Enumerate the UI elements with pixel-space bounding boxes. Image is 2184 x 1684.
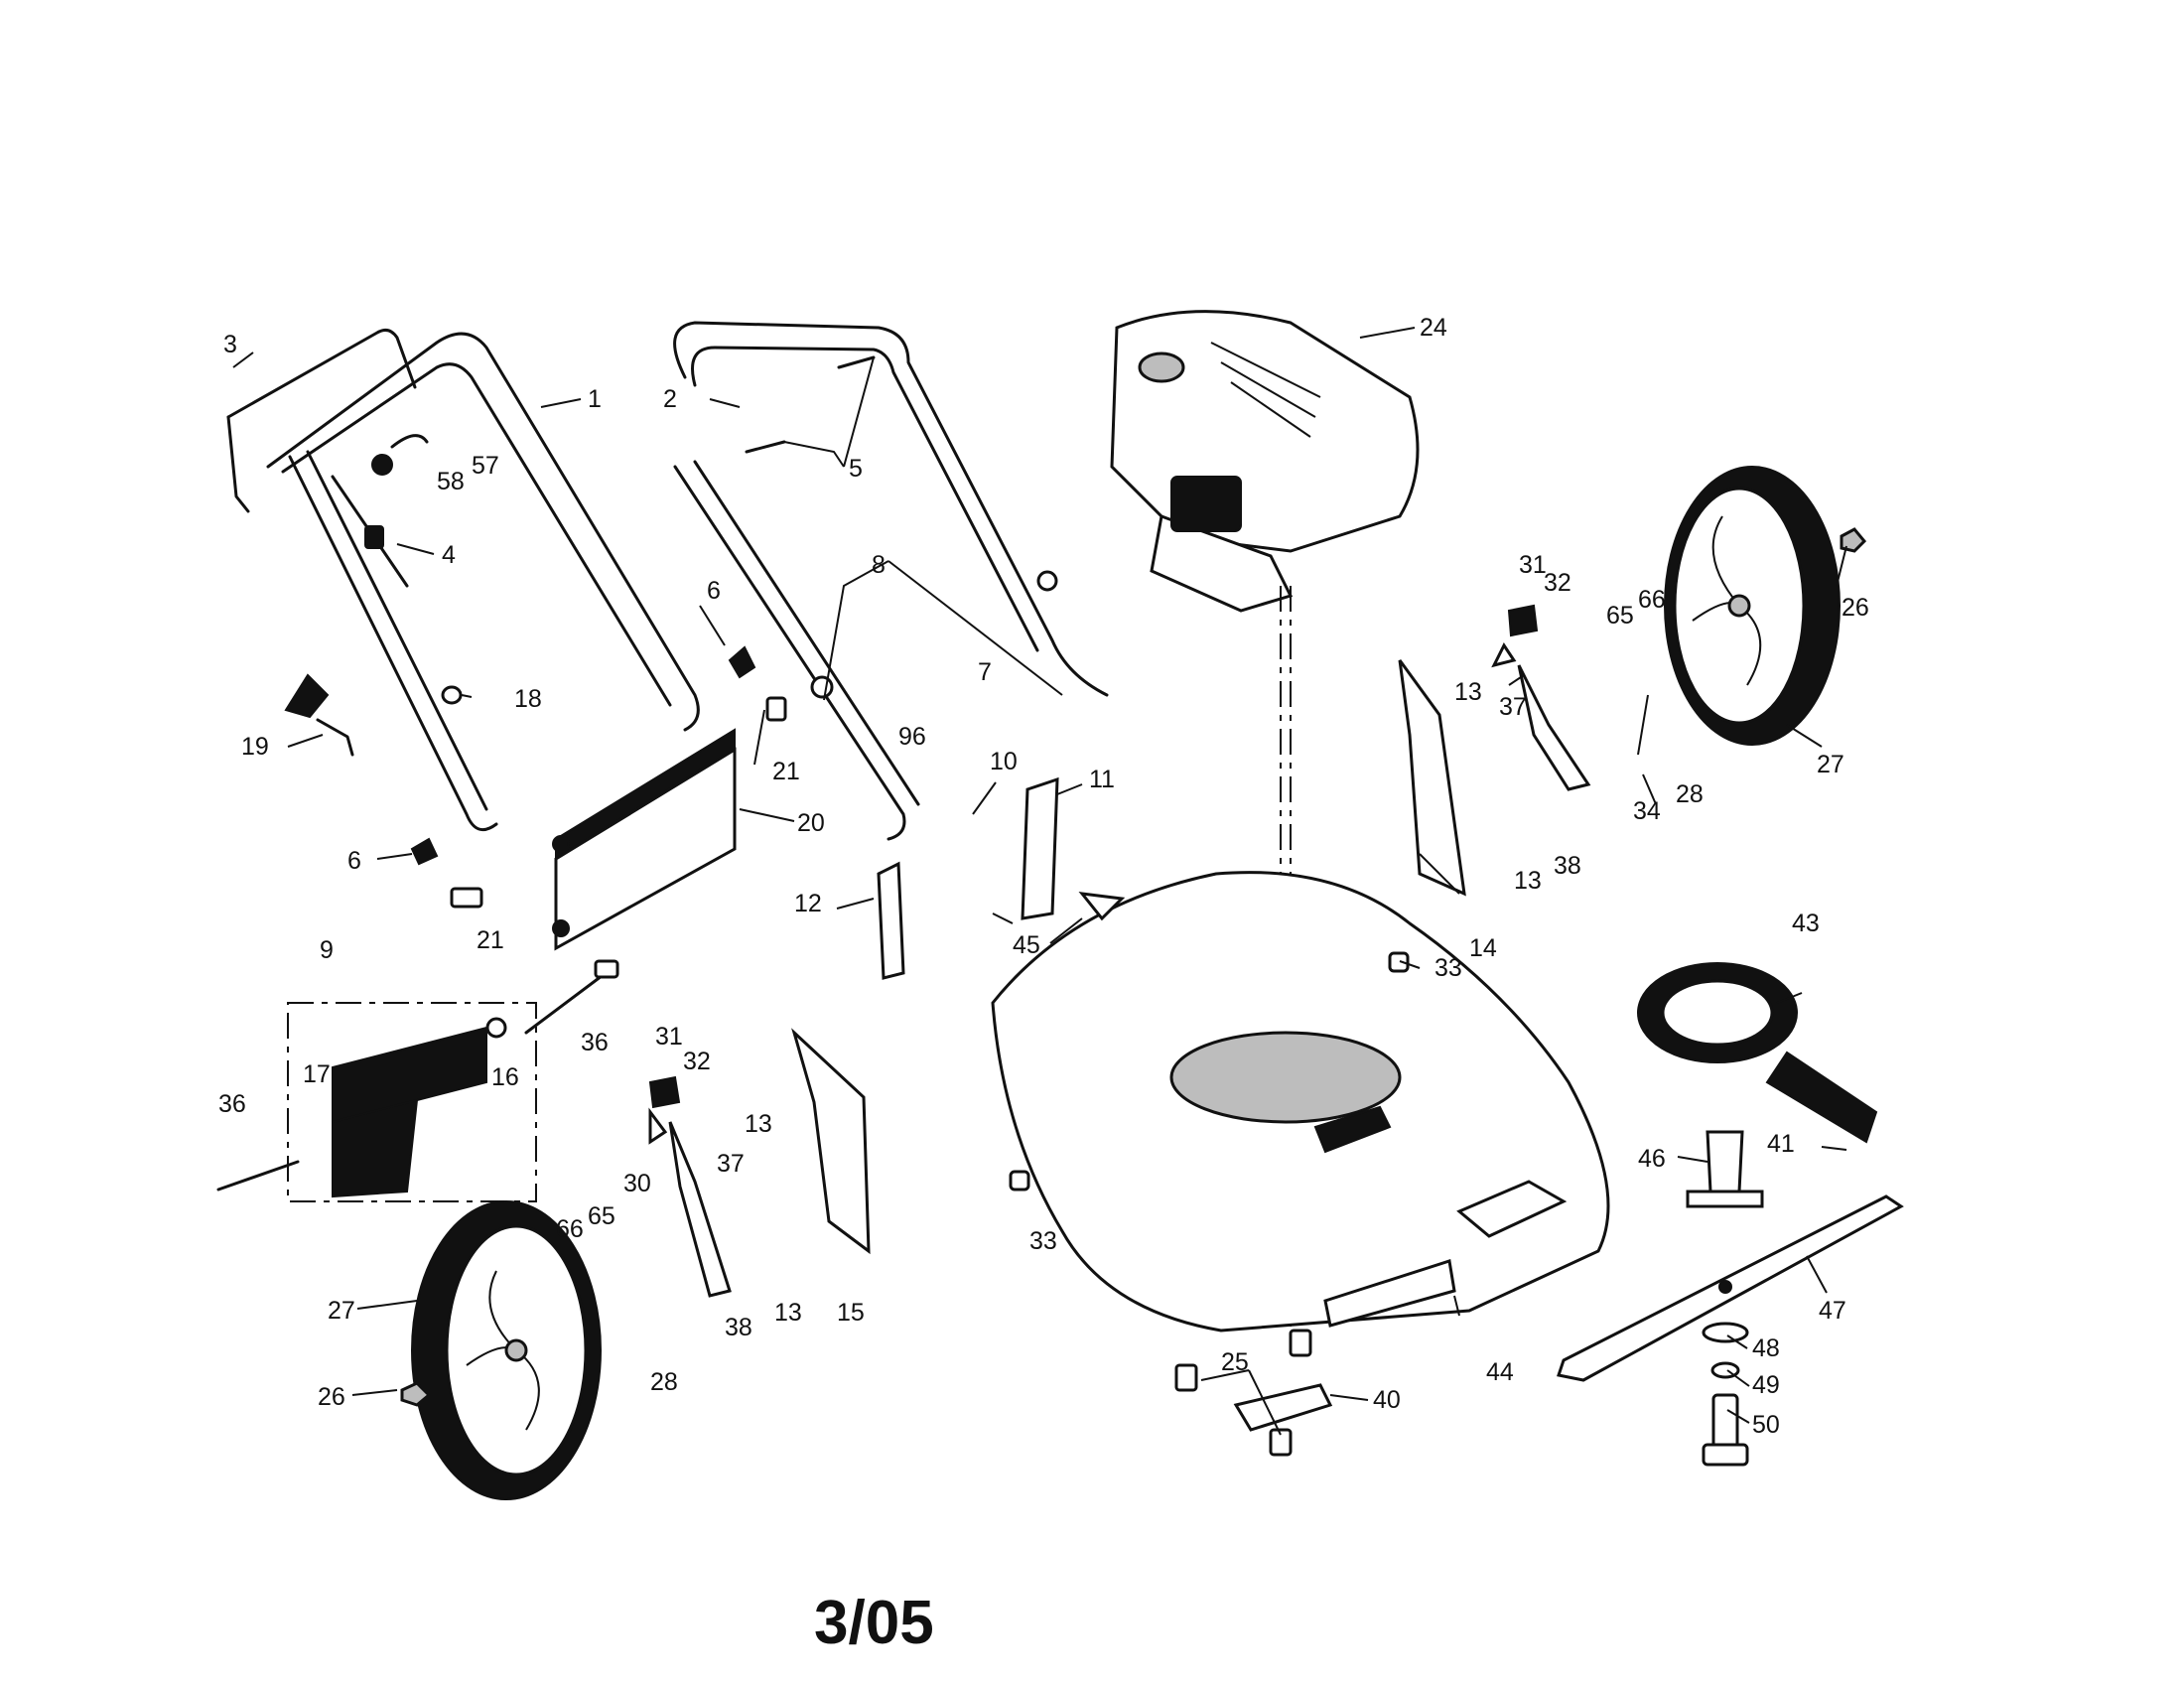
callout-58: 58 bbox=[437, 468, 465, 495]
height-adjuster-right bbox=[1398, 642, 1591, 897]
callout-21-lower: 21 bbox=[477, 926, 504, 954]
callout-41: 41 bbox=[1767, 1130, 1795, 1158]
callout-13-lower-a: 13 bbox=[745, 1110, 772, 1138]
callout-27-left: 27 bbox=[328, 1297, 355, 1325]
callout-43: 43 bbox=[1792, 910, 1820, 937]
callout-40: 40 bbox=[1373, 1386, 1401, 1414]
callout-49: 49 bbox=[1752, 1371, 1780, 1399]
callout-46: 46 bbox=[1638, 1145, 1666, 1173]
blade-adapter-part bbox=[1686, 1130, 1764, 1208]
callout-30: 30 bbox=[623, 1170, 651, 1197]
callout-38-upper: 38 bbox=[1554, 852, 1581, 880]
callout-18: 18 bbox=[514, 685, 542, 713]
footer-code: 3/05 bbox=[814, 1589, 934, 1657]
callout-48: 48 bbox=[1752, 1334, 1780, 1362]
callout-5: 5 bbox=[849, 455, 863, 483]
callout-66-left: 66 bbox=[556, 1215, 584, 1243]
callout-32-right: 32 bbox=[1544, 569, 1571, 597]
callout-21-upper: 21 bbox=[772, 758, 800, 785]
callout-20: 20 bbox=[797, 809, 825, 837]
callout-45: 45 bbox=[1013, 931, 1040, 959]
callout-14: 14 bbox=[1469, 934, 1497, 962]
callout-33-left: 33 bbox=[1029, 1227, 1057, 1255]
callout-33-right: 33 bbox=[1434, 954, 1462, 982]
callout-44: 44 bbox=[1486, 1358, 1514, 1386]
callout-8: 8 bbox=[872, 551, 886, 579]
callout-10: 10 bbox=[990, 748, 1018, 775]
callout-labels: 1 2 3 4 5 6 6 7 8 9 10 11 12 13 13 13 13… bbox=[218, 314, 1869, 1439]
callout-15: 15 bbox=[837, 1299, 865, 1327]
callout-12: 12 bbox=[794, 890, 822, 917]
grass-deflector-part bbox=[552, 728, 737, 951]
handle-bolts bbox=[410, 645, 787, 909]
callout-47: 47 bbox=[1819, 1297, 1846, 1325]
callout-34: 34 bbox=[1633, 797, 1661, 825]
rear-flap-kit-box bbox=[287, 1002, 537, 1202]
callout-11: 11 bbox=[1089, 766, 1115, 793]
blade-hardware bbox=[1702, 1322, 1749, 1467]
callout-28-left: 28 bbox=[650, 1368, 678, 1396]
callout-36-left: 36 bbox=[218, 1090, 246, 1118]
callout-17: 17 bbox=[303, 1060, 331, 1088]
callout-57: 57 bbox=[472, 452, 499, 480]
callout-32-left: 32 bbox=[683, 1048, 711, 1075]
handle-screws bbox=[745, 355, 876, 454]
callout-7: 7 bbox=[978, 658, 992, 686]
baffle-part bbox=[1637, 962, 1878, 1144]
upper-handle-part bbox=[266, 332, 700, 832]
callout-25: 25 bbox=[1221, 1348, 1249, 1376]
callout-13-upper-b: 13 bbox=[1514, 867, 1542, 895]
callout-leader-lines bbox=[232, 327, 1847, 1436]
wheel-right-part bbox=[1664, 466, 1867, 746]
callout-9: 9 bbox=[320, 936, 334, 964]
callout-6-bottom: 6 bbox=[347, 847, 361, 875]
callout-4: 4 bbox=[442, 541, 456, 569]
small-hardware-parts bbox=[648, 604, 1539, 1457]
height-adjuster-left bbox=[648, 1028, 871, 1298]
blade-part bbox=[1557, 1194, 1904, 1382]
callout-28-right: 28 bbox=[1676, 780, 1704, 808]
callout-16: 16 bbox=[491, 1063, 519, 1091]
callout-31-left: 31 bbox=[655, 1023, 683, 1051]
callout-65-left: 65 bbox=[588, 1202, 615, 1230]
callout-2: 2 bbox=[663, 385, 677, 413]
lower-handle-part bbox=[673, 321, 1109, 841]
callout-50: 50 bbox=[1752, 1411, 1780, 1439]
callout-1: 1 bbox=[588, 385, 602, 413]
callout-37-upper: 37 bbox=[1499, 693, 1527, 721]
hinge-rods bbox=[216, 959, 619, 1192]
cable-parts bbox=[331, 434, 429, 588]
callout-3: 3 bbox=[223, 331, 237, 358]
bail-control-part bbox=[226, 328, 417, 513]
callout-27-right: 27 bbox=[1817, 751, 1844, 778]
callout-13-upper-a: 13 bbox=[1454, 678, 1482, 706]
rear-flap-part bbox=[332, 1017, 507, 1198]
callout-13-lower-b: 13 bbox=[774, 1299, 802, 1327]
callout-19: 19 bbox=[241, 733, 269, 761]
callout-96: 96 bbox=[898, 723, 926, 751]
callout-66-right: 66 bbox=[1638, 586, 1666, 614]
wheel-left-part bbox=[400, 1200, 602, 1500]
callout-31-right: 31 bbox=[1519, 551, 1547, 579]
callout-6-top: 6 bbox=[707, 577, 721, 605]
callout-26-left: 26 bbox=[318, 1383, 345, 1411]
bracket-plates bbox=[877, 776, 1059, 980]
callout-36-right: 36 bbox=[581, 1029, 609, 1056]
mower-deck-part bbox=[991, 871, 1610, 1333]
knob-part bbox=[284, 673, 354, 757]
callout-26-right: 26 bbox=[1842, 594, 1869, 622]
engine-part bbox=[1110, 310, 1420, 613]
callout-37-lower: 37 bbox=[717, 1150, 745, 1178]
callout-65-right: 65 bbox=[1606, 602, 1634, 630]
callout-24: 24 bbox=[1420, 314, 1447, 342]
callout-38-lower: 38 bbox=[725, 1314, 752, 1341]
